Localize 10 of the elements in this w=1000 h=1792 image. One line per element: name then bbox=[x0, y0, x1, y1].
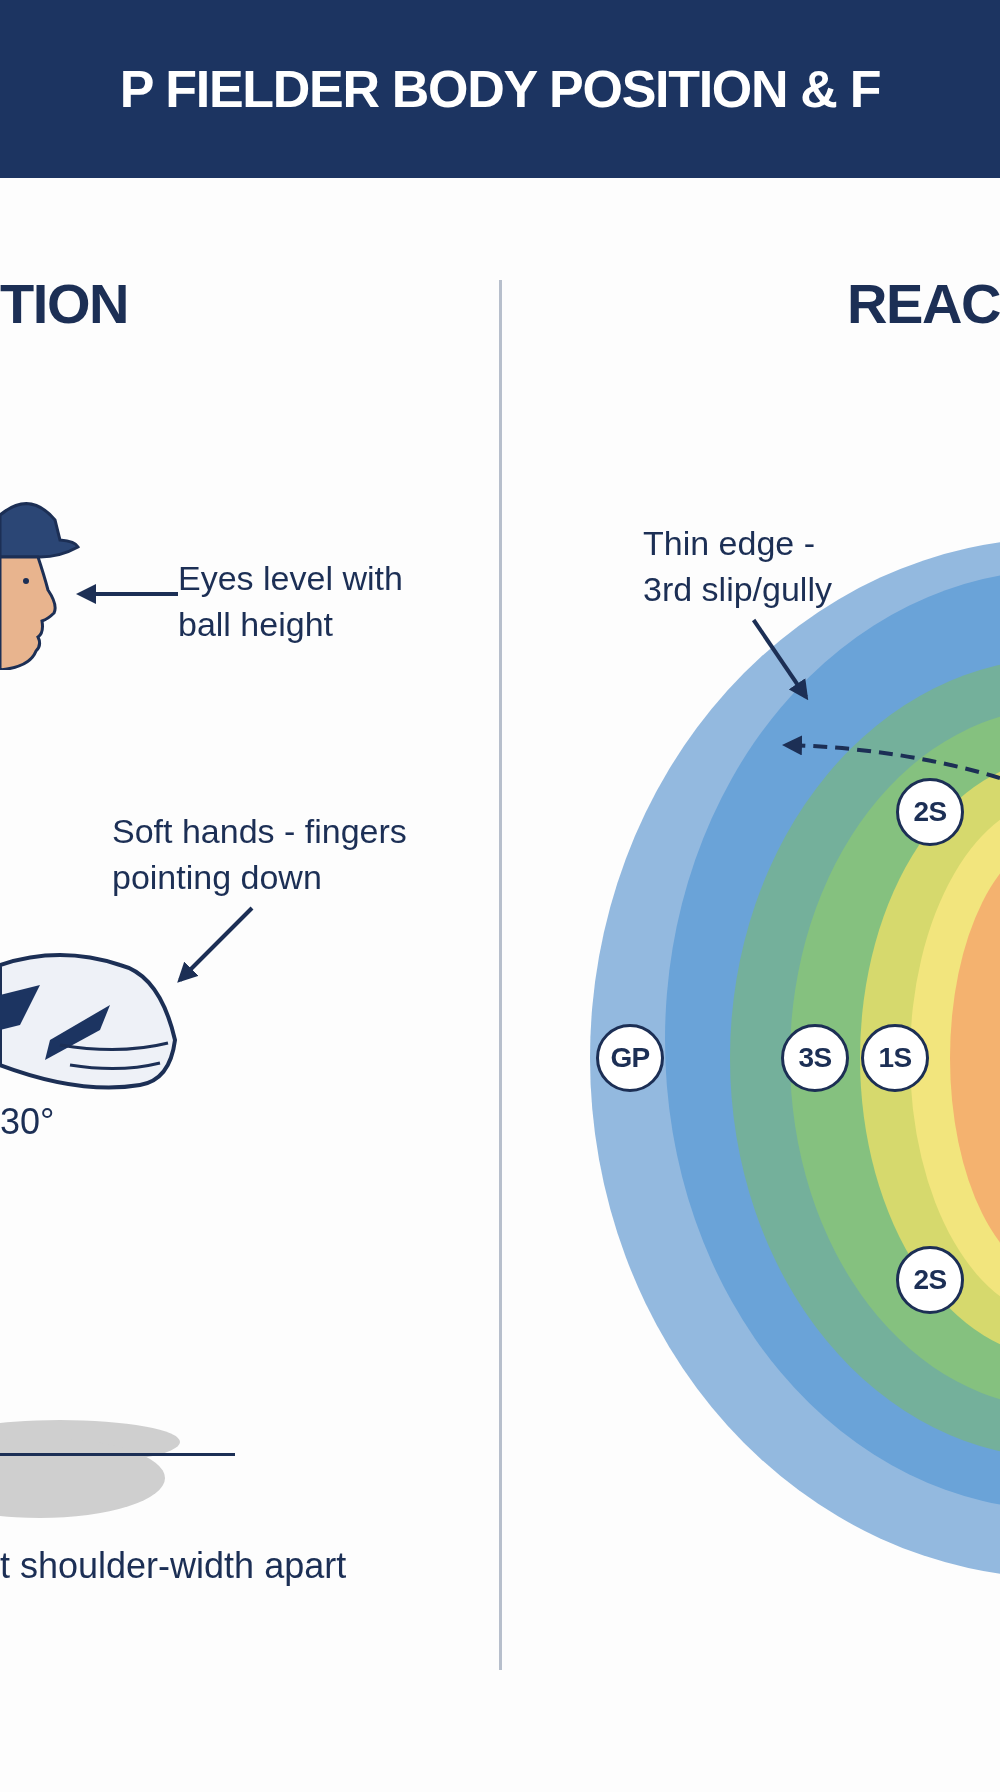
title: P FIELDER BODY POSITION & F bbox=[119, 63, 881, 115]
angle-label: 30° bbox=[0, 1104, 56, 1140]
caption-text: t shoulder-width apart bbox=[0, 1548, 348, 1584]
callout-text: Thin edge - 3rd slip/gully bbox=[643, 520, 868, 620]
arrow bbox=[177, 906, 254, 983]
callout-text: Eyes level with ball height bbox=[178, 555, 458, 655]
arrow bbox=[76, 584, 178, 604]
section-heading: REAC bbox=[845, 276, 1000, 332]
callout-text: Soft hands - fingers pointing down bbox=[112, 808, 462, 908]
section-heading: TION bbox=[0, 276, 130, 332]
